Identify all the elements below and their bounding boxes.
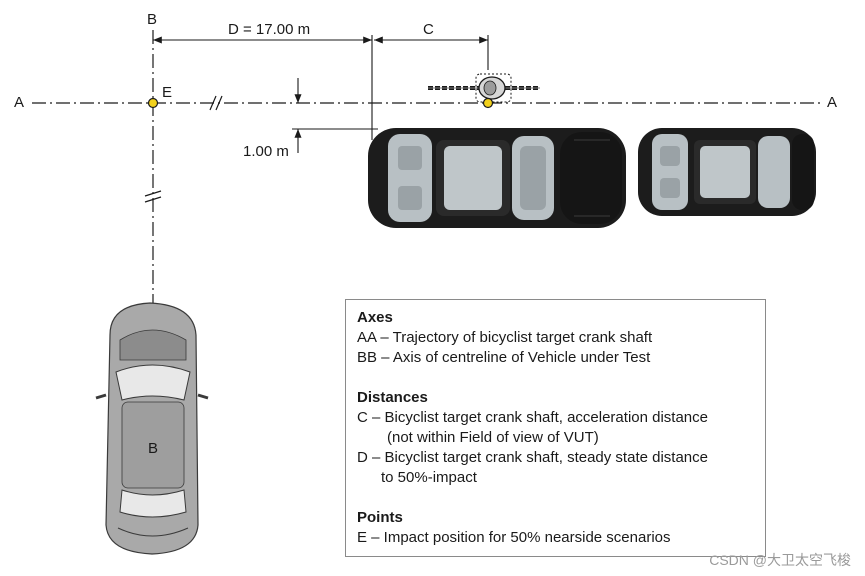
parked-car-1 — [368, 128, 626, 228]
dimension-d — [153, 35, 373, 140]
axis-b-bottom-label: B — [148, 440, 159, 457]
legend-axes-bb: BB – Axis of centreline of Vehicle under… — [357, 349, 651, 366]
impact-point-e — [147, 97, 159, 109]
dimension-offset — [292, 78, 378, 153]
parked-car-2 — [638, 128, 816, 216]
axis-a-right-label: A — [827, 94, 838, 111]
legend-dist-c: C – Bicyclist target crank shaft, accele… — [357, 409, 708, 426]
legend-dist-d: D – Bicyclist target crank shaft, steady… — [357, 449, 708, 466]
offset-label: 1.00 m — [243, 143, 289, 160]
axis-a-left-label: A — [14, 94, 25, 111]
legend-axes-title: Axes — [357, 309, 393, 326]
legend-dist-c-note: (not within Field of view of VUT) — [387, 429, 599, 446]
axis-aa — [32, 95, 820, 111]
legend-points-e: E – Impact position for 50% nearside sce… — [357, 529, 671, 546]
vehicle-under-test — [95, 302, 209, 555]
point-e-label: E — [162, 84, 173, 101]
bicyclist-target — [428, 73, 540, 109]
legend-distances-title: Distances — [357, 389, 428, 406]
watermark: CSDN @大卫太空飞梭 — [709, 552, 851, 568]
distance-d-label: D = 17.00 m — [228, 21, 311, 38]
axis-b-top-label: B — [147, 11, 158, 28]
legend-box: Axes AA – Trajectory of bicyclist target… — [345, 299, 766, 557]
distance-c-label: C — [423, 21, 434, 38]
legend-axes-aa: AA – Trajectory of bicyclist target cran… — [357, 329, 653, 346]
dimension-c — [374, 35, 489, 70]
legend-dist-d-note: to 50%-impact — [381, 469, 477, 486]
legend-points-title: Points — [357, 509, 403, 526]
axis-bb — [144, 30, 162, 330]
